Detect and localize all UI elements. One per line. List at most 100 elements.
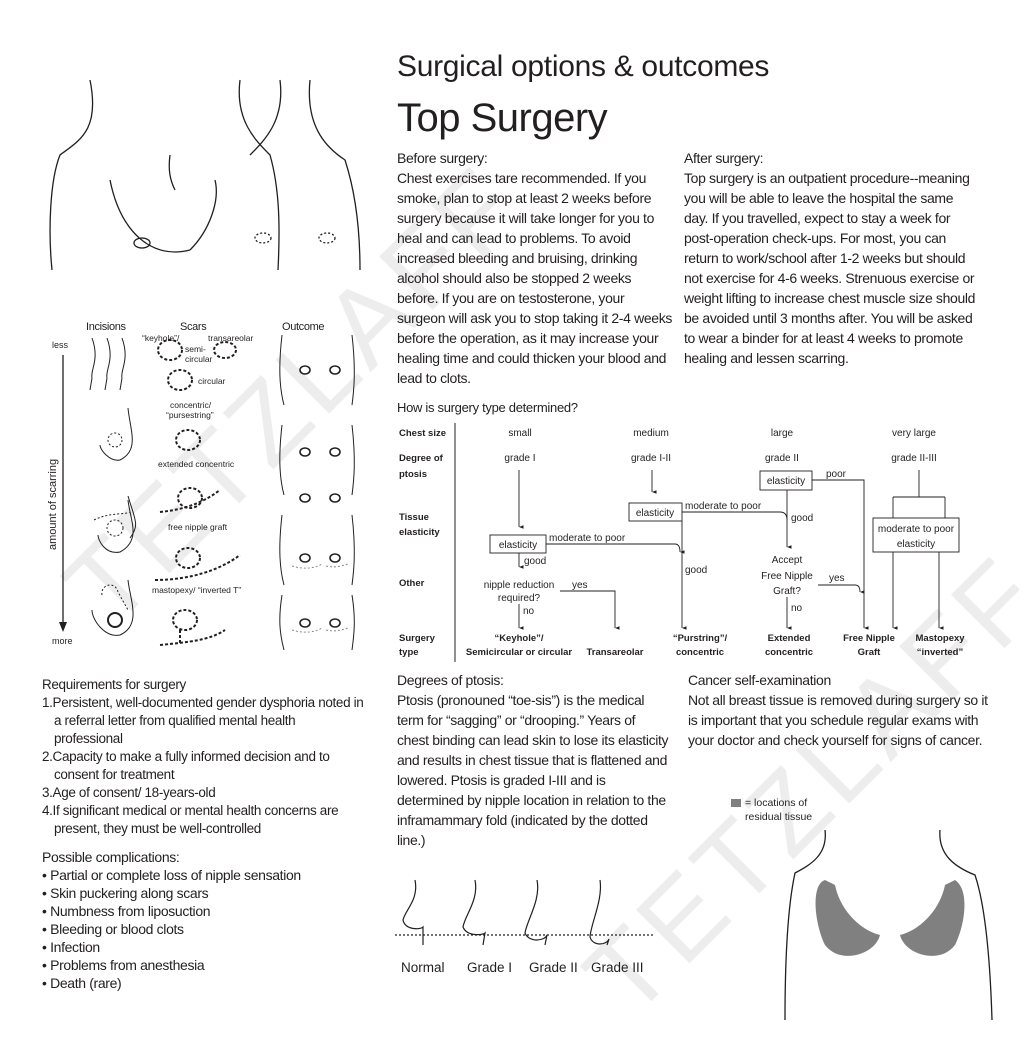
complication-item: • Death (rare) — [42, 975, 122, 991]
grade-very-large: grade II-III — [891, 453, 937, 464]
label-good-small: good — [524, 556, 546, 567]
grade-large: grade II — [765, 453, 799, 464]
grade-normal: Normal — [401, 960, 445, 975]
complications-section: Possible complications: • Partial or com… — [42, 848, 372, 992]
cancer-section: Cancer self-examination Not all breast t… — [688, 670, 988, 750]
label-semicircular: circular — [185, 354, 213, 364]
complications-heading: Possible complications: — [42, 849, 180, 865]
grade-small: grade I — [504, 453, 535, 464]
complication-item: • Partial or complete loss of nipple sen… — [42, 867, 301, 883]
outcome-extended: Extended — [768, 633, 811, 644]
row-chest-size: Chest size — [399, 428, 446, 439]
label-semi: semi- — [185, 344, 206, 354]
requirements-section: Requirements for surgery 1.Persistent, w… — [42, 676, 367, 838]
legend-line-1: = locations of — [745, 797, 808, 809]
outcome-purstring: “Purstring”/ — [673, 633, 728, 644]
label-mod-poor-small: moderate to poor — [549, 533, 626, 544]
elasticity-box-small: elasticity — [499, 540, 537, 551]
label-transareolar: transareolar — [208, 333, 254, 343]
label-keyhole: “keyhole”/ — [142, 333, 180, 343]
label-yes-fng: yes — [829, 573, 845, 584]
requirement-item: 4.If significant medical or mental healt… — [42, 803, 339, 836]
outcome-free-nipple-graft: Free Nipple — [843, 633, 895, 644]
legend-text: = locations of residual tissue — [745, 796, 812, 824]
cancer-body: Not all breast tissue is removed during … — [688, 692, 988, 748]
complication-item: • Skin puckering along scars — [42, 885, 209, 901]
elasticity-box-large: elasticity — [767, 476, 805, 487]
label-poor: poor — [826, 469, 847, 480]
label-yes-nipple: yes — [572, 580, 588, 591]
accept-fng-c: Graft? — [773, 586, 801, 597]
ptosis-body: Ptosis (pronouned “toe-sis”) is the medi… — [397, 692, 669, 848]
requirements-heading: Requirements for surgery — [42, 677, 186, 692]
complication-item: • Numbness from liposuction — [42, 903, 211, 919]
outcome-transareolar: Transareolar — [586, 647, 643, 658]
ptosis-heading: Degrees of ptosis: — [397, 672, 504, 688]
complication-item: • Infection — [42, 939, 100, 955]
row-ptosis-b: ptosis — [399, 469, 427, 480]
row-ptosis: Degree of — [399, 453, 444, 464]
accept-fng-b: Free Nipple — [761, 571, 813, 582]
scar-diagram: less more amount of scarring “keyhole”/ … — [47, 333, 355, 650]
label-pursestring: “pursestring” — [166, 410, 214, 420]
legend-swatch — [731, 799, 741, 807]
label-free-nipple-graft: free nipple graft — [168, 522, 228, 532]
col-scars: Scars — [180, 321, 207, 333]
label-no-fng: no — [791, 603, 803, 614]
complication-item: • Bleeding or blood clots — [42, 921, 184, 937]
before-heading: Before surgery: — [397, 150, 488, 166]
page-title: Top Surgery — [397, 96, 608, 140]
page-subtitle: Surgical options & outcomes — [397, 50, 770, 83]
nipple-question: nipple reduction — [484, 580, 555, 591]
less-label: less — [52, 340, 69, 350]
outcome-keyhole-b: Semicircular or circular — [466, 647, 572, 658]
outcome-extended-b: concentric — [765, 647, 813, 658]
label-extended: extended concentric — [158, 459, 235, 469]
requirement-item: 3.Age of consent/ 18-years-old — [42, 785, 216, 800]
more-label: more — [52, 636, 73, 646]
ptosis-section: Degrees of ptosis: Ptosis (pronouned “to… — [397, 670, 669, 850]
residual-tissue-illustration — [784, 829, 993, 1020]
col-outcome: Outcome — [282, 321, 325, 333]
elasticity-box-medium: elasticity — [636, 508, 674, 519]
after-surgery-section: After surgery: Top surgery is an outpati… — [684, 148, 976, 368]
size-small: small — [508, 428, 531, 439]
label-circular: circular — [198, 376, 226, 386]
outcome-mastopexy: Mastopexy — [915, 633, 965, 644]
label-concentric: concentric/ — [170, 400, 212, 410]
size-medium: medium — [633, 428, 669, 439]
axis-label: amount of scarring — [47, 459, 59, 550]
nipple-question-b: required? — [498, 593, 541, 604]
surgery-flowchart: Chest size Degree of ptosis Tissue elast… — [399, 423, 965, 662]
complication-item: • Problems from anesthesia — [42, 957, 205, 973]
cancer-heading: Cancer self-examination — [688, 672, 831, 688]
row-surgery-type-b: type — [399, 647, 419, 658]
label-mod-poor-medium: moderate to poor — [685, 501, 762, 512]
grade-1: Grade I — [467, 960, 513, 975]
row-surgery-type: Surgery — [399, 633, 436, 644]
outcome-mastopexy-b: “inverted” — [917, 647, 964, 658]
before-surgery-section: Before surgery: Chest exercises tare rec… — [397, 148, 675, 388]
label-good-medium: good — [685, 565, 707, 576]
legend-line-2: residual tissue — [745, 811, 813, 823]
label-no-nipple: no — [523, 606, 535, 617]
label-mastopexy: mastopexy/ “inverted T” — [152, 585, 241, 595]
label-good-large: good — [791, 513, 813, 524]
row-other: Other — [399, 578, 425, 589]
before-body: Chest exercises tare recommended. If you… — [397, 170, 673, 386]
accept-fng-question: Accept — [772, 555, 803, 566]
grade-3: Grade III — [591, 960, 644, 975]
requirement-item: 2.Capacity to make a fully informed deci… — [42, 749, 330, 782]
flowchart-title: How is surgery type determined? — [397, 400, 578, 415]
col-incisions: Incisions — [86, 321, 126, 333]
size-large: large — [771, 428, 794, 439]
after-heading: After surgery: — [684, 150, 764, 166]
grade-medium: grade I-II — [631, 453, 671, 464]
grade-2: Grade II — [529, 960, 578, 975]
outcome-fng-b: Graft — [858, 647, 882, 658]
row-tissue-b: elasticity — [399, 527, 440, 538]
outcome-keyhole: “Keyhole”/ — [494, 633, 543, 644]
size-very-large: very large — [892, 428, 936, 439]
torso-illustration — [49, 79, 361, 271]
after-body: Top surgery is an outpatient procedure--… — [684, 170, 976, 366]
